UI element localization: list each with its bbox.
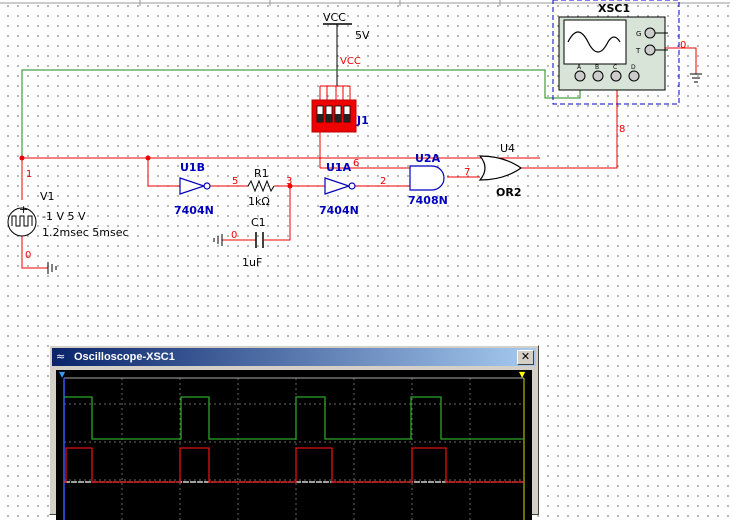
- wire-to-c1[interactable]: [268, 186, 291, 241]
- and-gate-ref: U2A: [415, 152, 441, 165]
- scope-terminal-g[interactable]: G: [636, 27, 656, 39]
- scope-terminal-d[interactable]: D: [628, 64, 640, 82]
- scope-terminal-c[interactable]: C: [610, 64, 622, 82]
- and-gate-part: 7408N: [408, 194, 448, 207]
- source-amplitude: -1 V 5 V: [42, 210, 86, 223]
- cursor-2-marker[interactable]: ▼: [519, 370, 526, 379]
- plus-sign: +: [19, 203, 28, 216]
- net-label-0-cap: 0: [231, 230, 237, 241]
- capacitor-value: 1uF: [242, 256, 262, 269]
- resistor-value: 1kΩ: [248, 195, 270, 208]
- svg-text:A: A: [577, 64, 582, 71]
- scope-terminal-a[interactable]: A: [574, 64, 586, 82]
- wire-scope-ground[interactable]: [662, 47, 697, 74]
- net-label-2: 2: [380, 176, 386, 187]
- inverter-b-ref: U1B: [180, 161, 205, 174]
- or-gate-ref: U4: [500, 142, 515, 155]
- scope-grid: [64, 378, 524, 520]
- net-label-6: 6: [353, 158, 359, 169]
- oscilloscope-screen[interactable]: ▼ ▼: [56, 370, 532, 520]
- oscilloscope-window[interactable]: ≈ Oscilloscope-XSC1 ✕ ▼ ▼: [49, 345, 539, 520]
- svg-text:C: C: [613, 64, 617, 71]
- vcc-value: 5V: [355, 29, 370, 42]
- net-label-0-scope: 0: [680, 40, 686, 51]
- ground-symbol: [690, 73, 702, 83]
- sine-wave-icon: [567, 31, 621, 53]
- vcc-symbol-label: VCC: [323, 11, 346, 24]
- junction-dot: [145, 155, 151, 161]
- oscilloscope-app-icon: ≈: [56, 350, 66, 363]
- inverter-u1b[interactable]: [179, 177, 211, 195]
- source-ref-label: V1: [40, 190, 55, 203]
- and-gate-u2a[interactable]: [409, 165, 445, 191]
- svg-text:D: D: [631, 64, 636, 71]
- net-label-5: 5: [232, 176, 238, 187]
- wire-channel-a[interactable]: [21, 69, 581, 158]
- wire-net-8[interactable]: [521, 80, 618, 169]
- ground-symbol: [213, 234, 223, 246]
- ground-symbol: [47, 262, 57, 274]
- inverter-a-ref: U1A: [326, 161, 352, 174]
- svg-text:T: T: [635, 47, 641, 55]
- clock-source-v1[interactable]: +: [7, 203, 37, 237]
- svg-text:G: G: [636, 30, 641, 38]
- scope-ref-label: XSC1: [598, 2, 630, 15]
- vcc-net-label: VCC: [340, 56, 361, 67]
- wire-v1-ground[interactable]: [21, 236, 48, 269]
- net-label-0-source: 0: [25, 250, 31, 261]
- inverter-b-part: 7404N: [174, 204, 214, 217]
- net-label-1: 1: [26, 169, 32, 180]
- dip-switch-j1[interactable]: [311, 99, 357, 133]
- switch-ref-label: J1: [356, 114, 369, 127]
- net-label-7: 7: [464, 167, 470, 178]
- source-timing: 1.2msec 5msec: [42, 226, 129, 239]
- junction-dot: [19, 155, 25, 161]
- oscilloscope-title: Oscilloscope-XSC1: [74, 351, 175, 363]
- oscilloscope-xsc1-block[interactable]: [552, 0, 680, 105]
- scope-terminal-b[interactable]: B: [592, 64, 604, 82]
- net-label-8: 8: [619, 124, 625, 135]
- or-gate-part: OR2: [496, 186, 521, 199]
- or-gate-u4[interactable]: [478, 155, 523, 181]
- inverter-a-part: 7404N: [319, 204, 359, 217]
- junction-dot: [287, 183, 293, 189]
- close-button[interactable]: ✕: [517, 350, 534, 365]
- resistor-ref: R1: [254, 167, 269, 180]
- wire-to-u1b[interactable]: [147, 158, 180, 187]
- schematic-canvas[interactable]: VCC 5V VCC: [0, 0, 730, 511]
- cursor-1-marker[interactable]: ▼: [59, 370, 66, 379]
- oscilloscope-titlebar[interactable]: ≈ Oscilloscope-XSC1 ✕: [52, 348, 536, 366]
- vcc-source[interactable]: VCC 5V: [323, 11, 370, 86]
- resistor-r1[interactable]: [247, 179, 275, 193]
- capacitor-ref: C1: [251, 216, 266, 229]
- inverter-u1a[interactable]: [324, 177, 356, 195]
- svg-text:B: B: [595, 64, 599, 71]
- net-label-3: 3: [286, 176, 292, 187]
- trace-channel-a: [64, 396, 524, 440]
- trace-channel-b: [64, 447, 524, 483]
- capacitor-c1[interactable]: [255, 232, 264, 248]
